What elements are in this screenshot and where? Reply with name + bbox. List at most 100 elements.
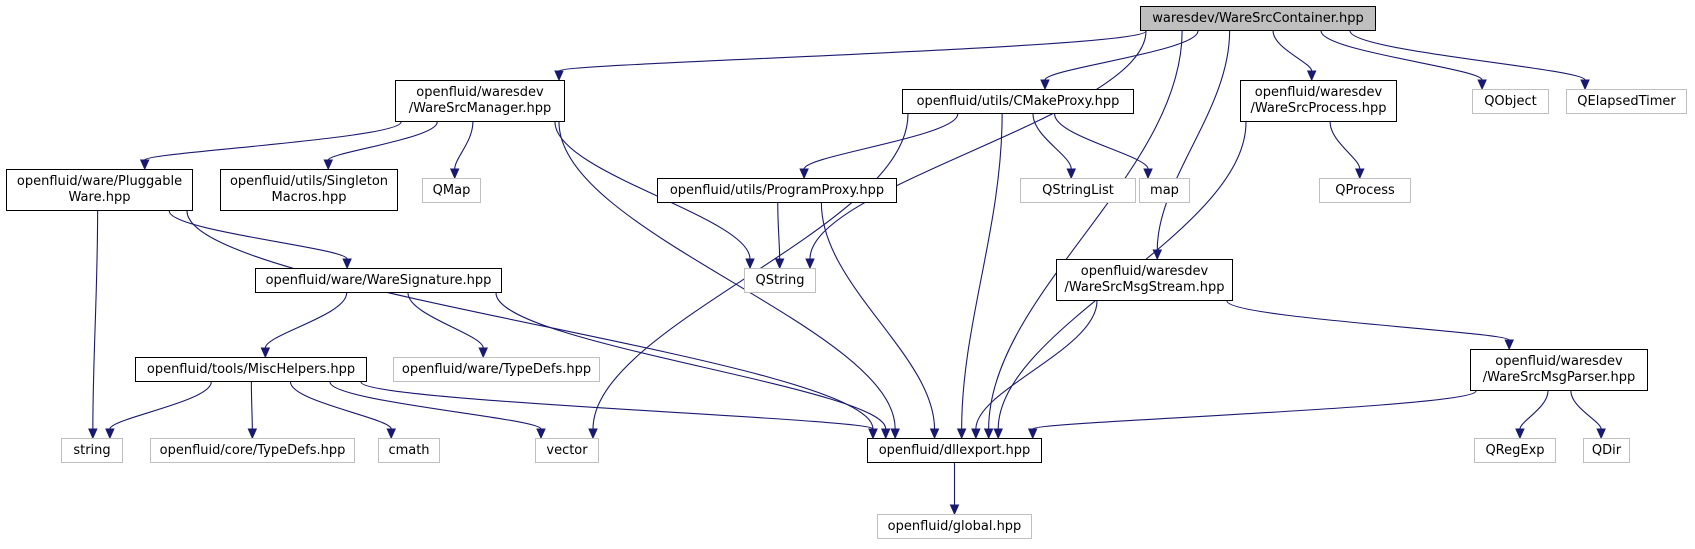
edge-mischelpers-to-cmath xyxy=(289,381,392,430)
edge-mischelpers-to-vector xyxy=(329,381,542,430)
node-label: waresdev/WareSrcContainer.hpp xyxy=(1152,10,1364,26)
node-cmakeproxy[interactable]: openfluid/utils/CMakeProxy.hpp xyxy=(902,89,1134,114)
edge-arrowhead xyxy=(478,347,488,359)
edge-msgparser-to-qdir xyxy=(1570,390,1602,430)
node-label: Ware.hpp xyxy=(68,190,131,205)
edge-arrowhead xyxy=(1515,428,1525,440)
node-label: cmath xyxy=(388,442,430,458)
edge-arrowhead xyxy=(880,428,891,440)
node-label: openfluid/ware/TypeDefs.hpp xyxy=(401,361,592,377)
edge-root-to-qobject xyxy=(1320,30,1483,81)
edge-arrowhead xyxy=(799,168,809,180)
edge-arrowhead xyxy=(1596,428,1606,440)
node-msgparser[interactable]: openfluid/waresdev/WareSrcMsgParser.hpp xyxy=(1470,349,1648,391)
node-qstring: QString xyxy=(744,268,816,293)
edge-pluggable-to-dllexport xyxy=(186,210,874,430)
node-label: QStringList xyxy=(1042,182,1114,198)
edge-arrowhead xyxy=(1580,79,1590,91)
edge-arrowhead xyxy=(1306,70,1317,82)
edge-arrowhead xyxy=(745,258,755,270)
edge-arrowhead xyxy=(868,428,878,440)
edge-msgstream-to-dllexport xyxy=(975,300,1098,430)
edge-arrowhead xyxy=(1504,339,1514,351)
node-qobject: QObject xyxy=(1472,89,1549,114)
node-dllexport[interactable]: openfluid/dllexport.hpp xyxy=(867,438,1042,463)
node-label: map xyxy=(1150,182,1179,198)
edge-signature-to-dllexport xyxy=(495,292,887,430)
node-qelapsedtimer: QElapsedTimer xyxy=(1566,89,1687,114)
edge-manager-to-qmap xyxy=(454,121,474,170)
node-label: /WareSrcMsgStream.hpp xyxy=(1064,280,1225,295)
node-qstringlist: QStringList xyxy=(1020,178,1136,203)
edge-arrowhead xyxy=(805,258,815,270)
node-label: vector xyxy=(546,442,588,458)
edge-manager-to-dllexport xyxy=(558,121,896,430)
edge-cmakeproxy-to-map xyxy=(1054,113,1149,170)
node-label: openfluid/waresdev xyxy=(1254,85,1383,100)
edge-signature-to-waretypedefs xyxy=(407,292,484,349)
node-label: QMap xyxy=(432,182,471,198)
node-map: map xyxy=(1139,178,1190,203)
node-label: QProcess xyxy=(1335,182,1395,198)
node-msgstream[interactable]: openfluid/waresdev/WareSrcMsgStream.hpp xyxy=(1056,259,1233,301)
edge-arrowhead xyxy=(260,347,271,359)
node-label: openfluid/utils/ProgramProxy.hpp xyxy=(669,182,885,198)
edge-arrowhead xyxy=(139,159,150,171)
edge-root-to-cmakeproxy xyxy=(1044,30,1199,81)
edge-arrowhead xyxy=(247,428,258,440)
node-label: openfluid/dllexport.hpp xyxy=(878,442,1031,458)
node-label: openfluid/tools/MiscHelpers.hpp xyxy=(146,361,356,377)
edge-arrowhead xyxy=(774,258,785,270)
edge-mischelpers-to-coretypedefs xyxy=(250,381,253,430)
edge-arrowhead xyxy=(993,428,1003,440)
edge-arrowhead xyxy=(1066,168,1077,180)
node-root[interactable]: waresdev/WareSrcContainer.hpp xyxy=(1140,6,1376,31)
node-label: QElapsedTimer xyxy=(1577,93,1676,109)
node-label: openfluid/utils/Singleton xyxy=(229,174,389,189)
edge-arrowhead xyxy=(956,428,967,440)
edge-arrowhead xyxy=(1477,79,1487,91)
edge-arrowhead xyxy=(983,428,994,440)
node-string: string xyxy=(61,438,123,463)
edge-msgparser-to-dllexport xyxy=(1032,390,1477,430)
node-label: QRegExp xyxy=(1485,442,1545,458)
node-label: openfluid/waresdev xyxy=(416,85,544,100)
edge-pluggable-to-string xyxy=(92,210,99,430)
node-mischelpers[interactable]: openfluid/tools/MiscHelpers.hpp xyxy=(135,357,367,382)
edge-arrowhead xyxy=(536,428,546,440)
edge-mischelpers-to-string xyxy=(109,381,212,430)
node-process[interactable]: openfluid/waresdev/WareSrcProcess.hpp xyxy=(1240,80,1397,122)
edge-arrowhead xyxy=(1143,168,1153,180)
edge-arrowhead xyxy=(105,428,115,440)
edge-root-to-process xyxy=(1272,30,1313,72)
edge-arrowhead xyxy=(1027,428,1038,440)
edge-arrowhead xyxy=(929,428,940,440)
node-vector: vector xyxy=(535,438,599,463)
edge-root-to-dllexport xyxy=(988,30,1183,430)
node-cmath: cmath xyxy=(378,438,440,463)
edge-pluggable-to-signature xyxy=(168,210,348,260)
edge-root-to-qstring xyxy=(809,30,1147,260)
node-manager[interactable]: openfluid/waresdev/WareSrcManager.hpp xyxy=(395,80,565,122)
edge-programproxy-to-dllexport xyxy=(820,202,936,430)
edge-arrowhead xyxy=(323,159,334,171)
edge-arrowhead xyxy=(1354,168,1365,180)
edge-mischelpers-to-dllexport xyxy=(360,381,874,430)
edge-root-to-manager xyxy=(558,30,1147,72)
node-label: openfluid/waresdev xyxy=(1495,354,1623,369)
node-signature[interactable]: openfluid/ware/WareSignature.hpp xyxy=(255,268,502,293)
node-programproxy[interactable]: openfluid/utils/ProgramProxy.hpp xyxy=(657,178,897,203)
edge-arrowhead xyxy=(449,168,460,180)
node-label: /WareSrcManager.hpp xyxy=(408,101,552,116)
edge-signature-to-mischelpers xyxy=(264,292,348,349)
edge-arrowhead xyxy=(949,504,960,516)
edge-arrowhead xyxy=(971,428,981,440)
node-qmap: QMap xyxy=(422,178,481,203)
edge-arrowhead xyxy=(1040,79,1050,91)
node-label: /WareSrcProcess.hpp xyxy=(1250,101,1387,116)
edge-manager-to-singleton xyxy=(327,121,438,161)
edge-root-to-qelapsedtimer xyxy=(1349,30,1586,81)
node-label: openfluid/ware/Pluggable xyxy=(16,174,183,189)
